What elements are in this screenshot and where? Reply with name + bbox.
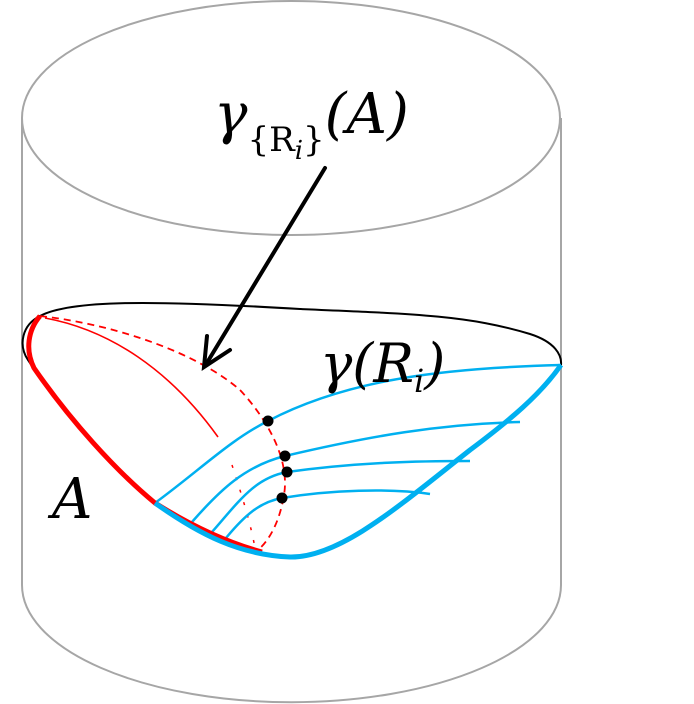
label-gamma-Ri-A: γ{Ri}(A)	[214, 82, 409, 166]
label-subscript-close: }	[303, 120, 325, 160]
complement-boundary	[153, 363, 564, 560]
label-subscript-i: i	[295, 136, 303, 166]
label-gamma-R: γ(R	[320, 332, 414, 395]
region-inner-curve	[44, 317, 219, 438]
label-gamma: γ	[214, 82, 248, 147]
entanglement-wedge-curve	[39, 315, 286, 551]
label-subscript: {R	[247, 120, 296, 160]
point	[276, 492, 288, 504]
label-subscript-i: i	[414, 362, 424, 400]
intersection-points	[262, 415, 293, 504]
arrow-head	[201, 334, 232, 371]
label-region-A: A	[47, 467, 92, 532]
geodesic-2	[191, 420, 521, 523]
geodesic-4	[225, 489, 431, 539]
label-gamma-Ri: γ(Ri)	[320, 332, 445, 400]
cylinder-top	[21, 0, 561, 236]
point	[281, 466, 293, 478]
region-A-boundary	[26, 314, 263, 555]
arrow	[201, 166, 327, 371]
point	[279, 450, 291, 462]
geodesics	[154, 363, 562, 539]
geodesic-3	[211, 459, 471, 533]
arrow-shaft	[203, 166, 327, 368]
label-close-paren: )	[423, 332, 445, 395]
geodesic-1	[154, 363, 562, 505]
point	[262, 415, 274, 427]
label-argument: (A)	[325, 82, 409, 147]
cylinder-bottom	[21, 584, 562, 704]
cylinder	[21, 0, 562, 704]
